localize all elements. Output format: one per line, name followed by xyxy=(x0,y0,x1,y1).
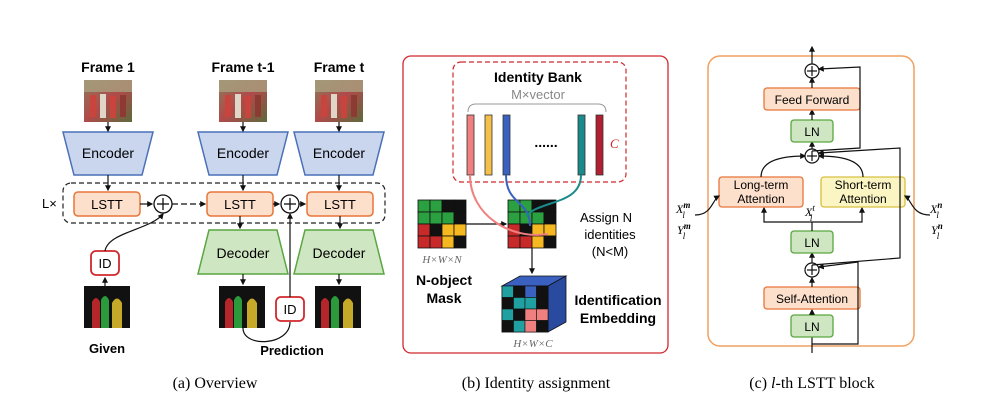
short-term-attention-box: Short-term Attention xyxy=(820,176,906,208)
decoder-t-minus-1: Decoder xyxy=(197,229,289,275)
prediction-mask-t-minus-1 xyxy=(219,286,265,328)
identity-bank-sub: M×vector xyxy=(511,87,565,102)
frame-t-minus-1-title: Frame t-1 xyxy=(211,59,274,75)
svg-text:Decoder: Decoder xyxy=(217,245,270,261)
identity-panel: Identity Bank M×vector ...... C xyxy=(402,55,669,392)
svg-text:Feed Forward: Feed Forward xyxy=(775,93,850,107)
assign-curve-blue xyxy=(505,174,531,227)
encoder-t: Encoder xyxy=(293,131,385,176)
given-mask-image xyxy=(84,286,130,328)
assign-curve-teal xyxy=(525,174,582,217)
overview-panel: Frame 1 Frame t-1 Frame t Encoder Encode… xyxy=(42,59,386,392)
caption-c: (c) l-th LSTT block xyxy=(749,375,874,392)
l-times-label: L× xyxy=(42,196,57,211)
assign-text-1: Assign N xyxy=(580,210,632,225)
bank-vector-2 xyxy=(484,114,493,176)
svg-text:Decoder: Decoder xyxy=(313,245,366,261)
identification-label-1: Identification xyxy=(574,292,661,308)
svg-text:LSTT: LSTT xyxy=(224,197,256,212)
n-object-mask-label-1: N-object xyxy=(416,272,472,288)
plus-circle-c-3 xyxy=(804,63,820,79)
bank-vector-4 xyxy=(577,114,586,176)
assign-curve-red xyxy=(469,174,549,236)
svg-text:Short-term: Short-term xyxy=(835,178,892,192)
bank-brace xyxy=(467,103,607,113)
self-attention-box: Self-Attention xyxy=(763,286,861,310)
lstt-block-border xyxy=(707,55,915,347)
decoder-t: Decoder xyxy=(293,229,385,275)
svg-text:Encoder: Encoder xyxy=(217,145,269,161)
id-box-1: ID xyxy=(90,250,120,276)
ln-box-top: LN xyxy=(790,119,834,143)
svg-text:ID: ID xyxy=(99,256,112,271)
given-label: Given xyxy=(89,341,125,356)
svg-text:LSTT: LSTT xyxy=(324,197,356,212)
feed-forward-box: Feed Forward xyxy=(763,87,861,111)
caption-b: (b) Identity assignment xyxy=(462,375,611,392)
n-object-mask-grid xyxy=(417,199,467,249)
encoder-t-minus-1: Encoder xyxy=(197,131,289,176)
identification-embedding-cube xyxy=(500,275,568,333)
hwn-label: H×W×N xyxy=(421,254,462,266)
prediction-label: Prediction xyxy=(260,343,324,358)
long-term-attention-box: Long-term Attention xyxy=(718,176,804,208)
hwc-label: H×W×C xyxy=(512,338,553,350)
svg-text:Attention: Attention xyxy=(839,192,886,206)
ln-box-bottom: LN xyxy=(790,314,834,338)
id-box-2: ID xyxy=(275,296,305,322)
plus-circle-c-1 xyxy=(804,262,820,278)
frame-1-image xyxy=(84,80,132,122)
svg-text:LSTT: LSTT xyxy=(91,197,123,212)
lstt-t: LSTT xyxy=(306,191,374,217)
svg-text:ID: ID xyxy=(284,302,297,317)
frame-t-title: Frame t xyxy=(314,59,365,75)
plus-circle-1 xyxy=(153,194,173,214)
bank-c-label: C xyxy=(610,136,619,151)
assign-text-2: identities xyxy=(584,227,636,242)
svg-text:LN: LN xyxy=(804,320,819,334)
frame-t-minus-1-image xyxy=(219,80,267,122)
svg-text:LN: LN xyxy=(804,125,819,139)
bank-vector-1 xyxy=(466,114,475,176)
prediction-mask-t xyxy=(315,286,361,328)
lstt-t-minus-1: LSTT xyxy=(206,191,274,217)
svg-text:Self-Attention: Self-Attention xyxy=(776,292,848,306)
lstt-stack-dashed-box xyxy=(62,182,386,224)
svg-text:Encoder: Encoder xyxy=(82,145,134,161)
svg-text:Encoder: Encoder xyxy=(313,145,365,161)
bank-vector-5 xyxy=(595,114,604,176)
encoder-1: Encoder xyxy=(62,131,154,176)
ln-box-middle: LN xyxy=(790,230,834,254)
svg-text:Long-term: Long-term xyxy=(734,178,789,192)
svg-text:Attention: Attention xyxy=(737,192,784,206)
frame-t-image xyxy=(315,80,363,122)
plus-circle-2 xyxy=(280,194,300,214)
identification-label-2: Embedding xyxy=(580,310,656,326)
lstt-1: LSTT xyxy=(73,191,141,217)
frame-1-title: Frame 1 xyxy=(81,59,135,75)
assigned-grid xyxy=(507,199,557,249)
bank-vector-3 xyxy=(502,114,511,176)
bank-ellipsis: ...... xyxy=(534,134,557,150)
caption-a: (a) Overview xyxy=(173,375,258,392)
n-object-mask-label-2: Mask xyxy=(426,290,461,306)
svg-text:LN: LN xyxy=(804,236,819,250)
identity-bank-dashed-box xyxy=(452,61,627,183)
assign-text-3: (N<M) xyxy=(592,244,628,259)
identity-bank-title: Identity Bank xyxy=(494,69,582,85)
